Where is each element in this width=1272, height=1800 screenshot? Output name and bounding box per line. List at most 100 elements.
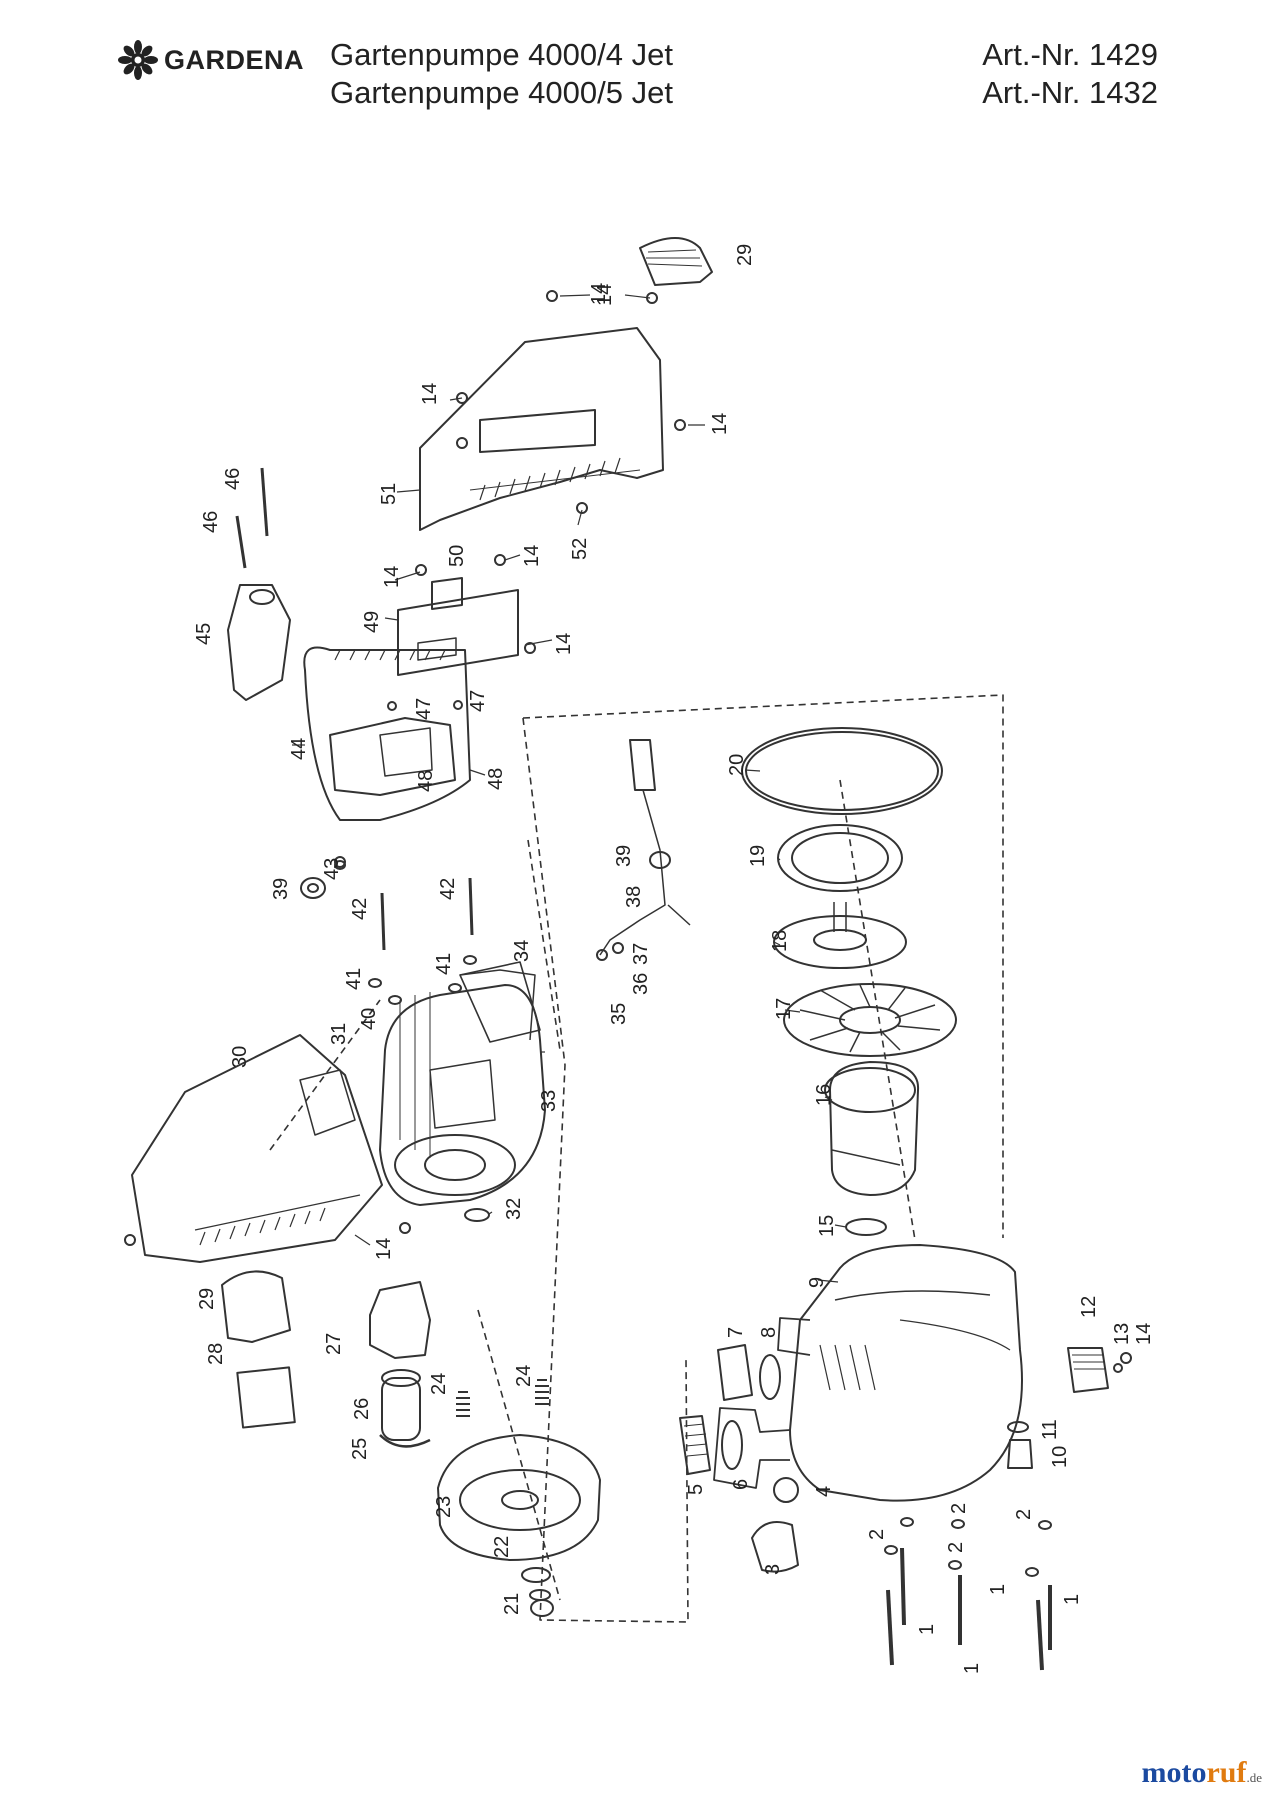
part-label: 14 (709, 413, 731, 435)
part-label: 17 (773, 998, 795, 1020)
part-9-pump-housing (789, 1244, 1023, 1502)
part-label: 31 (328, 1023, 350, 1045)
part-label: 51 (378, 483, 400, 505)
part-label: 43 (321, 858, 343, 880)
part-26-capacitor (381, 1377, 421, 1441)
part-15-o-ring (845, 1218, 887, 1236)
part-label: 36 (630, 973, 652, 995)
part-label: 1 (987, 1584, 1009, 1595)
part-29-cap (221, 1270, 291, 1343)
watermark-part: moto (1141, 1756, 1207, 1789)
part-39-grommet (649, 851, 671, 869)
part-51-cover (419, 327, 664, 531)
part-1-screw (900, 1547, 906, 1626)
part-18-disc (773, 915, 907, 969)
part-23-end-shield (437, 1434, 601, 1561)
part-42-screw (380, 892, 386, 951)
part-46-screw (235, 515, 247, 569)
part-3-nut (751, 1521, 799, 1573)
part-19-ring (777, 824, 903, 892)
assembly-dashed-outline (522, 694, 1004, 1238)
part-label: 14 (419, 383, 441, 405)
part-label: 14 (553, 633, 575, 655)
part-label: 14 (594, 284, 616, 306)
part-30-side-cover (131, 1034, 383, 1263)
brand-logo: GARDENA (118, 40, 304, 80)
part-label: 39 (270, 878, 292, 900)
part-38-cable-plug (629, 739, 656, 791)
part-label: 41 (343, 968, 365, 990)
part-label: 52 (569, 538, 591, 560)
part-label: 42 (437, 878, 459, 900)
watermark-footer: motoruf.de (1141, 1756, 1262, 1790)
part-8-o-ring (759, 1354, 781, 1400)
part-20-o-ring (741, 727, 943, 815)
part-27-bracket (369, 1281, 431, 1359)
part-label: 47 (467, 690, 489, 712)
part-label: 34 (511, 940, 533, 962)
part-label: 13 (1111, 1323, 1133, 1345)
part-32-washer (464, 1208, 490, 1222)
part-label: 12 (1078, 1296, 1100, 1318)
part-label: 14 (381, 566, 403, 588)
part-label: 16 (813, 1084, 835, 1106)
part-label: 10 (1049, 1446, 1071, 1468)
part-label: 48 (485, 768, 507, 790)
part-44-motor-housing (303, 646, 471, 821)
part-label: 46 (222, 468, 244, 490)
product-title: Gartenpumpe 4000/5 Jet (330, 75, 673, 110)
part-label: 49 (361, 611, 383, 633)
watermark-suffix: .de (1246, 1770, 1262, 1785)
part-24-spring (456, 1391, 470, 1417)
part-label: 2 (1013, 1509, 1035, 1520)
part-28-label (236, 1366, 296, 1429)
part-label: 3 (762, 1564, 784, 1575)
part-1-screw (1036, 1599, 1044, 1671)
part-42-screw (468, 877, 474, 936)
article-number: Art.-Nr. 1432 (982, 75, 1158, 110)
part-label: 9 (806, 1277, 828, 1288)
part-label: 27 (323, 1333, 345, 1355)
assembly-dashed-outline (839, 779, 916, 1241)
part-label: 28 (205, 1343, 227, 1365)
part-label: 33 (538, 1090, 560, 1112)
part-16-diffuser (829, 1061, 920, 1196)
part-4-o-ring (773, 1477, 799, 1503)
part-label: 5 (685, 1484, 707, 1495)
part-label: 24 (428, 1373, 450, 1395)
part-10-plug (1007, 1439, 1033, 1469)
part-1-screw (886, 1589, 894, 1666)
part-label: 32 (503, 1198, 525, 1220)
part-label: 40 (358, 1008, 380, 1030)
part-label: 6 (730, 1479, 752, 1490)
part-label: 23 (433, 1496, 455, 1518)
part-label: 20 (726, 754, 748, 776)
part-label: 2 (945, 1542, 967, 1553)
part-17-impeller (783, 983, 957, 1057)
part-22-bearing (521, 1567, 551, 1583)
part-12-cap (1067, 1347, 1109, 1393)
part-46-screw (260, 467, 269, 537)
part-24-spring (535, 1379, 549, 1405)
watermark-part: ruf (1206, 1756, 1247, 1789)
header: GARDENA Gartenpumpe 4000/4 Jet Gartenpum… (118, 36, 1158, 116)
part-label: 2 (948, 1503, 970, 1514)
part-label: 48 (415, 770, 437, 792)
part-45-bracket (227, 584, 291, 701)
part-34-gasket (459, 961, 541, 1043)
part-label: 14 (1133, 1323, 1155, 1345)
product-titles: Gartenpumpe 4000/4 Jet Gartenpumpe 4000/… (330, 36, 673, 112)
product-title: Gartenpumpe 4000/4 Jet (330, 37, 673, 72)
article-number: Art.-Nr. 1429 (982, 37, 1158, 72)
part-label: 41 (433, 953, 455, 975)
part-label: 4 (813, 1486, 835, 1497)
part-25-clamp (379, 1434, 431, 1448)
part-label: 14 (373, 1238, 395, 1260)
part-22-bearing (529, 1589, 551, 1601)
part-label: 37 (630, 943, 652, 965)
part-29-cap (639, 237, 713, 286)
part-39-grommet (300, 877, 326, 899)
part-label: 47 (413, 698, 435, 720)
part-label: 1 (916, 1624, 938, 1635)
